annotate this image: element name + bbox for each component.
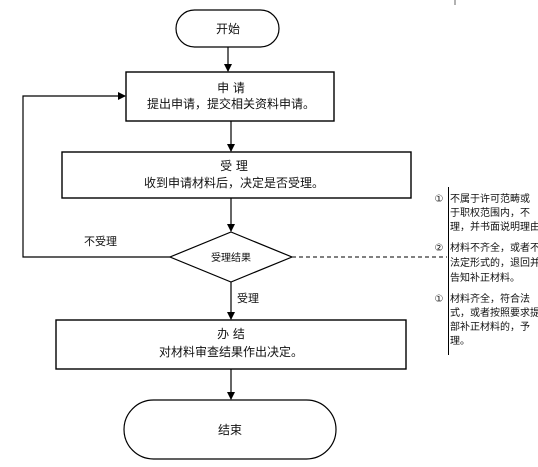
apply-desc: 提出申请，提交相关资料申请。 bbox=[147, 96, 315, 111]
note-3-line-3: 部补正材料的，予 bbox=[450, 322, 530, 333]
accept-box bbox=[61, 151, 412, 199]
note-3-line-4: 理。 bbox=[450, 336, 470, 347]
end-label: 结束 bbox=[218, 423, 242, 437]
apply-title: 申 请 bbox=[217, 81, 245, 95]
note-3-number: ① bbox=[434, 294, 444, 305]
note-2-line-2: 法定形式的，退回并 bbox=[450, 258, 538, 269]
arrow-reject-loop bbox=[22, 92, 170, 258]
decision-label: 受理结果 bbox=[211, 251, 251, 264]
accept-label: 受理 bbox=[237, 292, 259, 305]
accept-desc: 收到申请材料后，决定是否受理。 bbox=[144, 175, 324, 190]
note-2-line-1: 材料不齐全，或者不 bbox=[450, 243, 538, 254]
note-1-number: ① bbox=[434, 194, 444, 205]
note-1-line-3: 理，并书面说明理由 bbox=[450, 222, 538, 233]
handle-desc: 对材料审查结果作出决定。 bbox=[159, 344, 303, 359]
note-1-line-2: 于职权范围内，不 bbox=[450, 208, 530, 219]
note-1-line-1: 不属于许可范畴或 bbox=[450, 194, 530, 205]
handle-title: 办 结 bbox=[217, 326, 245, 341]
note-2-number: ② bbox=[434, 243, 444, 254]
note-3-line-2: 式，或者按照要求提 bbox=[450, 308, 538, 319]
note-2-line-3: 告知补正材料。 bbox=[450, 273, 520, 284]
note-3-line-1: 材料齐全，符合法 bbox=[450, 294, 530, 305]
apply-box bbox=[125, 71, 335, 122]
end-terminal bbox=[123, 399, 337, 460]
start-label: 开始 bbox=[216, 22, 240, 36]
condition-notes: ① 不属于许可范畴或 于职权范围内，不 理，并书面说明理由 ② 材料不齐全，或者… bbox=[433, 187, 538, 357]
handle-box bbox=[55, 319, 407, 370]
notes-bracket bbox=[448, 187, 449, 355]
accept-title: 受 理 bbox=[220, 159, 248, 173]
reject-label: 不受理 bbox=[84, 235, 117, 248]
